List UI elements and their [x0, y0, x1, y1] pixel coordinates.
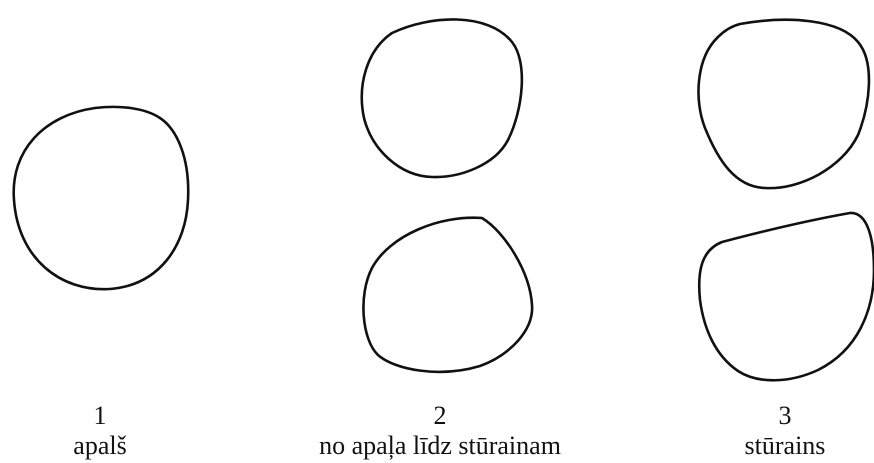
- category-1-shapes: [14, 107, 189, 289]
- category-2-shapes: [362, 19, 532, 371]
- category-3-number: 3: [715, 403, 855, 433]
- category-2-number: 2: [270, 403, 610, 433]
- category-1-caption: 1 apalš: [40, 403, 160, 459]
- category-2-caption: 2 no apaļa līdz stūrainam: [270, 403, 610, 459]
- round-to-angular-shape-lower: [363, 218, 532, 372]
- category-3-shapes: [698, 20, 874, 381]
- round-shape: [14, 107, 189, 289]
- category-2-label: no apaļa līdz stūrainam: [270, 433, 610, 459]
- category-1-number: 1: [40, 403, 160, 433]
- angular-shape-lower: [699, 213, 874, 380]
- category-3-label: stūrains: [715, 433, 855, 459]
- round-to-angular-shape-upper: [362, 19, 522, 177]
- angular-shape-upper: [698, 20, 868, 188]
- category-3-caption: 3 stūrains: [715, 403, 855, 459]
- category-1-label: apalš: [40, 433, 160, 459]
